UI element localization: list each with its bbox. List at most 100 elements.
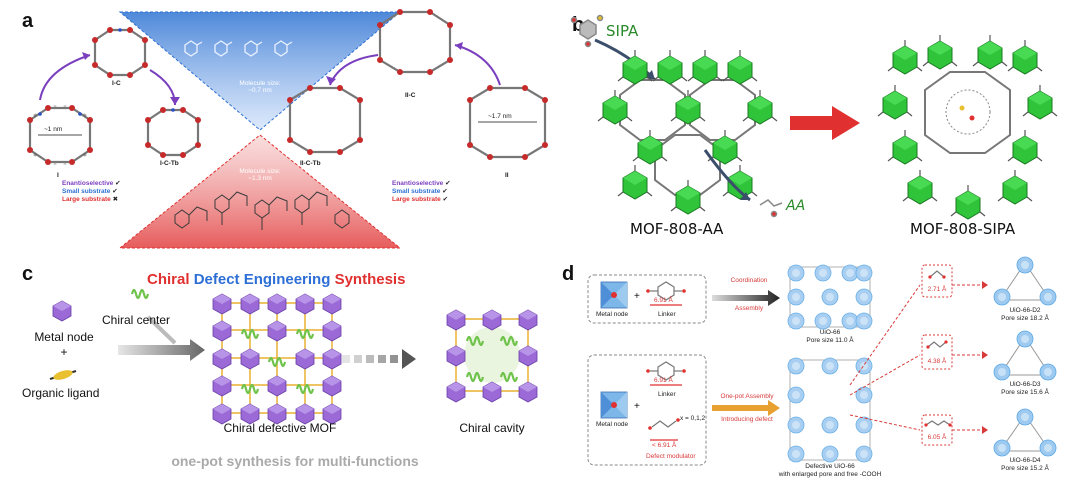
- check-icon: ✔: [112, 188, 118, 195]
- aa-label: AA: [786, 198, 806, 214]
- panel-d: d + +: [540, 255, 1080, 491]
- panel-c-title: Chiral Defect Engineering Synthesis: [147, 271, 406, 288]
- props-right: Enantioselective ✔ Small substrate ✔ Lar…: [392, 180, 451, 204]
- sipa-molecule: [570, 14, 604, 48]
- chiral-center-spring: [130, 288, 150, 300]
- panel-c-footer: one-pot synthesis for multi-functions: [171, 453, 419, 469]
- d3-length: 4.38 Å: [927, 358, 947, 365]
- d2-name: UiO-66-D2: [1009, 307, 1041, 314]
- mof-808-sipa-label: MOF-808-SIPA: [910, 220, 1016, 238]
- svg-text:+: +: [634, 291, 640, 302]
- check-icon: ✔: [442, 196, 449, 203]
- arrow-IC-to-ICTb: [149, 69, 176, 106]
- bottom-reactant-box: [587, 354, 707, 466]
- props-left: Enantioselective ✔ Small substrate ✔ Lar…: [62, 180, 121, 204]
- d4-pore: Pore size 15.2 Å: [1001, 465, 1049, 472]
- framework-IIC: [378, 10, 452, 74]
- red-arrow: [790, 106, 860, 140]
- cross-icon: ✖: [112, 196, 119, 203]
- arrow-I-to-IC: [39, 54, 91, 101]
- metal-node-top-label: Metal node: [596, 311, 629, 318]
- d4-name: UiO-66-D4: [1009, 457, 1041, 464]
- linker-top-icon: [646, 281, 686, 306]
- panel-c-label: c: [22, 263, 34, 285]
- defective-uio66-sub: with enlarged pore and free -COOH: [778, 471, 882, 478]
- panel-b-graphic: [570, 14, 1058, 220]
- large-molecule-size: Molecule size: ~1.3 nm: [239, 168, 281, 182]
- check-icon: ✔: [115, 180, 121, 187]
- modulator-length: < 6.91 Å: [652, 442, 677, 449]
- chiral-cavity-label: Chiral cavity: [459, 421, 525, 435]
- sipa-label: SIPA: [606, 22, 639, 40]
- defective-uio66-label: Defective UiO-66: [805, 463, 855, 470]
- metal-node-cube: [52, 300, 72, 322]
- panel-c: c Chiral Defect Engineering Synthesis: [0, 255, 540, 491]
- metal-node-top-icon: [600, 281, 628, 309]
- d2-length: 2.71 Å: [927, 286, 947, 293]
- d3-name: UiO-66-D3: [1009, 381, 1041, 388]
- d3-pore: Pore size 15.6 Å: [1001, 389, 1049, 396]
- panel-d-label: d: [562, 263, 575, 285]
- uio66-label: UiO-66: [819, 329, 841, 336]
- uio66-d4-cage: [999, 414, 1051, 452]
- dashed-arrow: [342, 349, 416, 369]
- uio66-lattice: [787, 264, 873, 330]
- metal-node-label: Metal node: [34, 330, 94, 344]
- prop-right-large: Large substrate ✔: [392, 196, 449, 203]
- framework-II: [468, 86, 547, 159]
- metal-node-bottom-icon: [600, 391, 628, 419]
- small-molecule-icons: [184, 40, 293, 57]
- label-mof-II: II: [505, 172, 509, 179]
- coordination-label: Coordination: [730, 277, 768, 284]
- chiral-cavity-graphic: [446, 309, 538, 403]
- coordination-arrow: [712, 290, 780, 306]
- mof-808-sipa-framework: [877, 34, 1058, 220]
- arrow-II-to-IIC: [454, 44, 501, 86]
- prop-left-large: Large substrate ✖: [62, 196, 119, 203]
- large-molecule-icons: [174, 191, 350, 230]
- grey-arrow: [118, 339, 205, 361]
- metal-nodes-left-blue: [38, 28, 175, 116]
- pore-size-right: ~1.7 nm: [488, 113, 512, 120]
- label-mof-IICTb: II-C-Tb: [300, 160, 321, 167]
- organic-ligand-icon: [49, 370, 77, 380]
- panel-d-graphic: + +: [587, 256, 1057, 466]
- framework-IICTb: [288, 86, 362, 154]
- plus-label: +: [60, 345, 68, 359]
- mof-808-aa-framework: [597, 49, 778, 215]
- linker-top-label: Linker: [658, 311, 676, 318]
- defect-modulator-label: Defect modulator: [646, 453, 696, 460]
- top-reactant-box: [587, 274, 707, 324]
- x-values-label: x = 0,1,2: [680, 415, 706, 422]
- label-mof-IIC: II-C: [405, 92, 416, 99]
- panel-a: a: [0, 0, 560, 255]
- mof-808-aa-label: MOF-808-AA: [630, 220, 724, 238]
- label-mof-IC: I-C: [112, 80, 121, 87]
- panel-a-label: a: [22, 10, 34, 32]
- pore-size-left: ~1 nm: [44, 126, 63, 133]
- fan-lines: [849, 284, 982, 431]
- chiral-mof-lattice: [212, 293, 342, 425]
- d2-pore: Pore size 18.2 Å: [1001, 315, 1049, 322]
- prop-right-enantio: Enantioselective ✔: [392, 180, 451, 187]
- linker-bottom-length: 6.91 Å: [654, 377, 673, 384]
- panel-c-graphic: [49, 288, 538, 425]
- panel-b: b: [560, 0, 1080, 255]
- check-icon: ✔: [442, 188, 448, 195]
- organic-ligand-label: Organic ligand: [22, 386, 100, 400]
- defect-modulator-icon: [648, 418, 680, 441]
- small-molecule-size: Molecule size: ~0.7 nm: [239, 80, 281, 94]
- metal-node-bottom-label: Metal node: [596, 421, 629, 428]
- introducing-defect-label: Introducing defect: [721, 416, 773, 423]
- onepot-arrow: [712, 400, 780, 416]
- prop-left-small: Small substrate ✔: [62, 188, 118, 195]
- defective-uio66-lattice: [787, 357, 873, 463]
- assembly-label: Assembly: [734, 305, 764, 312]
- onepot-label: One-pot Assembly: [720, 393, 774, 400]
- prop-right-small: Small substrate ✔: [392, 188, 448, 195]
- metal-nodes-right: [287, 9, 548, 160]
- d2-modulator-box: [921, 264, 953, 298]
- aa-molecule: [759, 199, 783, 218]
- uio66-pore: Pore size 11.0 Å: [806, 337, 854, 344]
- label-mof-I: I: [57, 172, 59, 179]
